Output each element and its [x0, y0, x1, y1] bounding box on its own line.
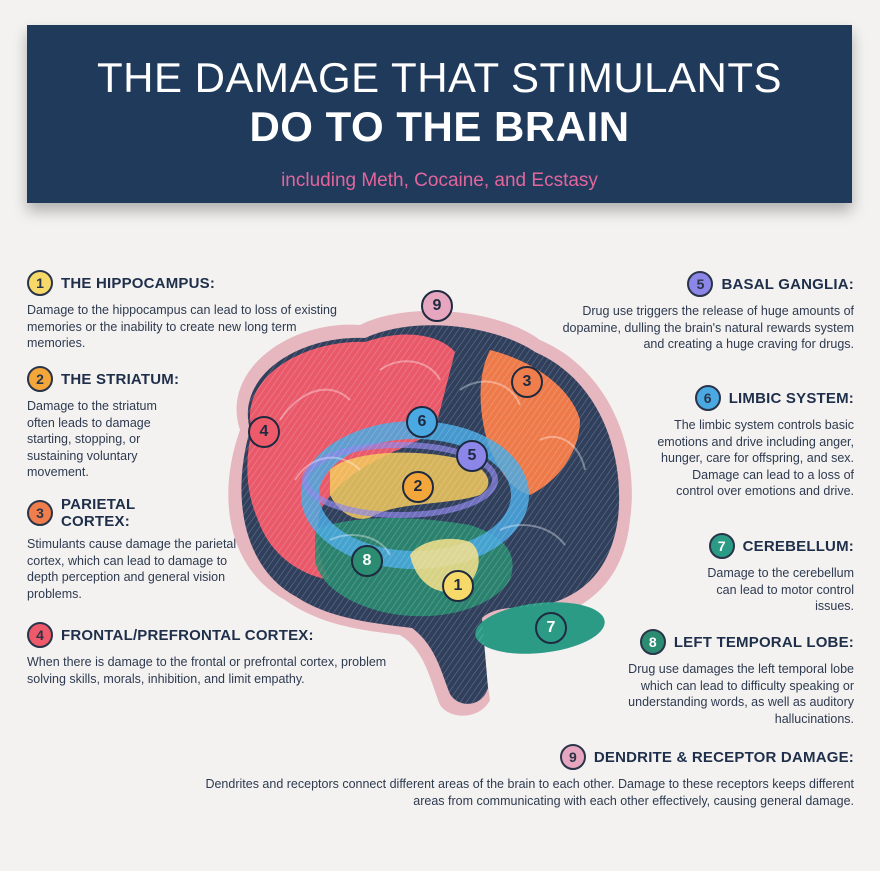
number-7-badge: 7	[708, 533, 735, 559]
section-dendrite-receptor: 9 DENDRITE & RECEPTOR DAMAGE: Dendrites …	[188, 744, 854, 809]
title-line-2: DO TO THE BRAIN	[249, 103, 630, 150]
brain-label-1: 1	[442, 570, 474, 602]
section-text: Drug use damages the left temporal lobe …	[628, 662, 854, 726]
section-title: THE HIPPOCAMPUS:	[61, 274, 216, 292]
brain-svg	[228, 310, 632, 716]
section-parietal-cortex: 3 PARIETAL CORTEX: Stimulants cause dama…	[27, 496, 242, 602]
subtitle: including Meth, Cocaine, and Ecstasy	[281, 170, 598, 191]
section-cerebellum: 7 CEREBELLUM: Damage to the cerebellum c…	[688, 533, 854, 615]
section-title: BASAL GANGLIA:	[721, 275, 854, 293]
brain-label-9: 9	[421, 290, 453, 322]
section-text: The limbic system controls basic emotion…	[657, 418, 854, 498]
section-title: FRONTAL/PREFRONTAL CORTEX:	[61, 626, 314, 644]
title-line-1: THE DAMAGE THAT STIMULANTS	[96, 54, 783, 101]
number-5-badge: 5	[687, 271, 714, 297]
brain-label-7: 7	[535, 612, 567, 644]
section-text: When there is damage to the frontal or p…	[27, 655, 387, 686]
section-text: Damage to the hippocampus can lead to lo…	[27, 303, 337, 350]
section-title: LIMBIC SYSTEM:	[728, 389, 854, 407]
section-title: LEFT TEMPORAL LOBE:	[673, 633, 854, 651]
section-title: DENDRITE & RECEPTOR DAMAGE:	[593, 748, 854, 766]
number-9-badge: 9	[559, 744, 586, 770]
section-title: PARIETAL CORTEX:	[61, 496, 136, 530]
section-text: Stimulants cause damage the parietal cor…	[27, 537, 237, 601]
section-text: Dendrites and receptors connect differen…	[205, 777, 854, 808]
brain-label-3: 3	[511, 366, 543, 398]
section-left-temporal-lobe: 8 LEFT TEMPORAL LOBE: Drug use damages t…	[594, 629, 854, 727]
section-striatum: 2 THE STRIATUM: Damage to the striatum o…	[27, 366, 187, 481]
brain-label-5: 5	[456, 440, 488, 472]
brain-label-6: 6	[406, 406, 438, 438]
title-banner: THE DAMAGE THAT STIMULANTS DO TO THE BRA…	[27, 25, 852, 203]
brain-label-4: 4	[248, 416, 280, 448]
number-8-badge: 8	[639, 629, 666, 655]
section-title: THE STRIATUM:	[61, 370, 180, 388]
section-hippocampus: 1 THE HIPPOCAMPUS: Damage to the hippoca…	[27, 270, 337, 352]
section-title: CEREBELLUM:	[742, 537, 854, 555]
number-3-badge: 3	[27, 500, 53, 526]
section-frontal-cortex: 4 FRONTAL/PREFRONTAL CORTEX: When there …	[27, 622, 402, 687]
brain-label-8: 8	[351, 545, 383, 577]
section-basal-ganglia: 5 BASAL GANGLIA: Drug use triggers the r…	[552, 271, 854, 353]
number-2-badge: 2	[27, 366, 53, 392]
brain-label-2: 2	[402, 471, 434, 503]
section-limbic-system: 6 LIMBIC SYSTEM: The limbic system contr…	[652, 385, 854, 500]
section-text: Damage to the striatum often leads to da…	[27, 399, 157, 479]
section-text: Damage to the cerebellum can lead to mot…	[707, 566, 854, 613]
brain-illustration: 9 3 4 6 5 2 8 1 7	[200, 280, 660, 720]
section-text: Drug use triggers the release of huge am…	[562, 304, 854, 351]
number-1-badge: 1	[27, 270, 53, 296]
number-4-badge: 4	[27, 622, 53, 648]
number-6-badge: 6	[694, 385, 721, 411]
